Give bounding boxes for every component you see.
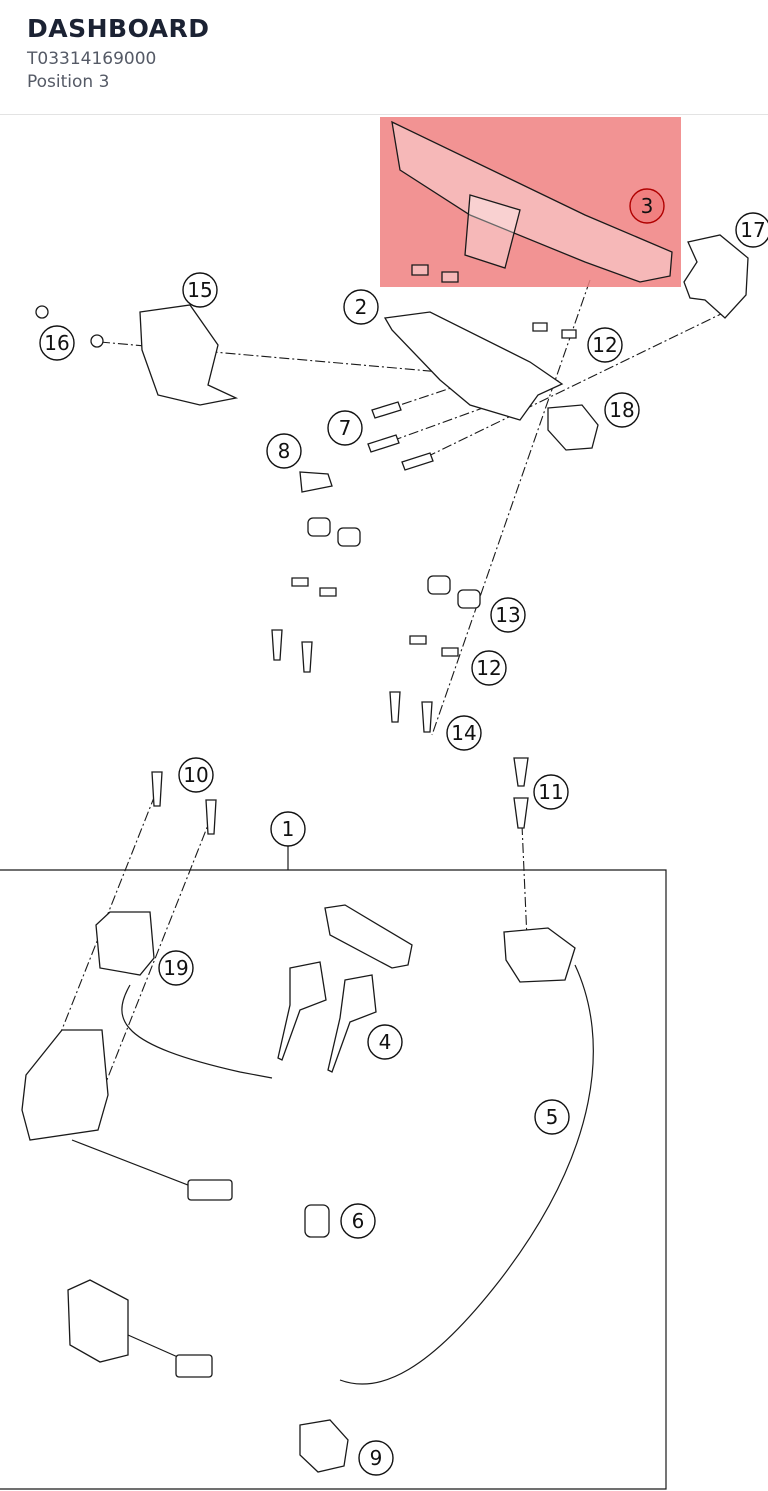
- callout-18[interactable]: 17: [735, 212, 768, 248]
- part-18-bracket[interactable]: [683, 234, 749, 319]
- part-number: T03314169000: [27, 49, 157, 69]
- part-13-grommet[interactable]: [427, 575, 451, 595]
- bolt: [271, 629, 283, 661]
- part-17-connector[interactable]: [547, 404, 599, 451]
- grommet: [307, 517, 331, 537]
- kit-frame: [0, 869, 667, 1490]
- ignition-switch[interactable]: [21, 1029, 109, 1141]
- callout-6[interactable]: 6: [340, 1203, 376, 1239]
- svg-text:5: 5: [546, 1105, 559, 1129]
- svg-text:2: 2: [355, 295, 368, 319]
- part-11-screw[interactable]: [513, 797, 529, 829]
- connector-plug: [187, 1179, 233, 1201]
- part-5-cable-lock[interactable]: [503, 927, 576, 983]
- callout-15[interactable]: 15: [182, 272, 218, 308]
- part-16-screw[interactable]: [35, 305, 49, 319]
- part-6-cap[interactable]: [304, 1204, 330, 1238]
- part-4-key[interactable]: [277, 961, 327, 1061]
- bushing: [319, 587, 337, 597]
- bushing: [291, 577, 309, 587]
- part-2-holder[interactable]: [383, 311, 564, 421]
- callout-19[interactable]: 19: [158, 950, 194, 986]
- svg-text:17: 17: [740, 218, 765, 242]
- callout-17[interactable]: 18: [604, 392, 640, 428]
- callout-4[interactable]: 4: [367, 1024, 403, 1060]
- part-12-sleeve[interactable]: [409, 635, 427, 645]
- callout-10[interactable]: 10: [178, 757, 214, 793]
- part-12-sleeve[interactable]: [532, 322, 548, 332]
- svg-text:3: 3: [641, 194, 654, 218]
- connector-plug: [175, 1354, 213, 1378]
- part-7-screw[interactable]: [371, 401, 402, 419]
- svg-text:12: 12: [592, 333, 617, 357]
- part-7-screw[interactable]: [401, 452, 434, 471]
- callout-16[interactable]: 16: [39, 325, 75, 361]
- svg-text:4: 4: [379, 1030, 392, 1054]
- callout-11[interactable]: 11: [533, 774, 569, 810]
- part-15-cover[interactable]: [139, 304, 239, 406]
- svg-text:18: 18: [609, 398, 634, 422]
- svg-text:11: 11: [538, 780, 563, 804]
- svg-text:15: 15: [187, 278, 212, 302]
- grommet: [337, 527, 361, 547]
- position-label: Position 3: [27, 72, 110, 92]
- callout-9[interactable]: 9: [358, 1440, 394, 1476]
- callout-1[interactable]: 1: [270, 811, 306, 847]
- svg-text:12: 12: [476, 656, 501, 680]
- svg-text:19: 19: [163, 956, 188, 980]
- page-header: DASHBOARD T03314169000 Position 3: [0, 0, 768, 115]
- part-14-bolt[interactable]: [389, 691, 401, 723]
- svg-text:16: 16: [44, 331, 69, 355]
- page-title: DASHBOARD: [27, 14, 210, 43]
- part-13-grommet[interactable]: [457, 589, 481, 609]
- callout-5[interactable]: 5: [534, 1099, 570, 1135]
- part-9-switch[interactable]: [299, 1419, 349, 1473]
- svg-text:7: 7: [339, 416, 352, 440]
- svg-text:1: 1: [282, 817, 295, 841]
- part-4-key-fob[interactable]: [324, 904, 413, 969]
- callout-7[interactable]: 7: [327, 410, 363, 446]
- callout-8[interactable]: 8: [266, 433, 302, 469]
- part-10-screw[interactable]: [151, 771, 163, 807]
- part-3-dashboard[interactable]: [380, 117, 681, 287]
- svg-text:14: 14: [451, 721, 476, 745]
- svg-text:8: 8: [278, 439, 291, 463]
- callout-12[interactable]: 12: [587, 327, 623, 363]
- callout-2[interactable]: 2: [343, 289, 379, 325]
- part-16-screw[interactable]: [90, 334, 104, 348]
- callout-14[interactable]: 14: [446, 715, 482, 751]
- part-11-screw[interactable]: [513, 757, 529, 787]
- part-4-key[interactable]: [327, 974, 377, 1073]
- part-12-sleeve[interactable]: [441, 647, 459, 657]
- control-unit[interactable]: [67, 1279, 129, 1363]
- part-12-sleeve[interactable]: [561, 329, 577, 339]
- part-8-clip[interactable]: [299, 471, 333, 493]
- svg-text:6: 6: [352, 1209, 365, 1233]
- part-10-screw[interactable]: [205, 799, 217, 835]
- svg-text:10: 10: [183, 763, 208, 787]
- callout-3[interactable]: 3: [641, 194, 654, 218]
- svg-text:13: 13: [495, 603, 520, 627]
- part-5-cable: [339, 964, 594, 1385]
- part-19-lock-cylinder[interactable]: [95, 911, 155, 976]
- bolt: [301, 641, 313, 673]
- callout-12b[interactable]: 12: [471, 650, 507, 686]
- callout-labels: 3 17 15 2 16 12 18 7 8 13 12 14 10 11 1 …: [39, 194, 768, 1476]
- svg-text:9: 9: [370, 1446, 383, 1470]
- part-7-screw[interactable]: [367, 434, 400, 453]
- callout-13[interactable]: 13: [490, 597, 526, 633]
- part-14-bolt[interactable]: [421, 701, 433, 733]
